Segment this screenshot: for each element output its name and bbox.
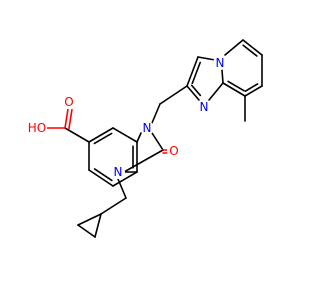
atom-o-keto-group: O [167, 144, 181, 158]
bond-ring5 [123, 149, 164, 173]
atom-o-acid-double-group: O [62, 95, 76, 109]
bond-imid [197, 56, 216, 61]
atom-label-n3: N [143, 121, 152, 135]
bond-to-carboxyl [64, 127, 90, 143]
bond-ch2-cp [100, 197, 127, 215]
atom-label-o-keto: O [169, 144, 178, 158]
bond-benzene [88, 127, 114, 143]
bond-cyclopropyl [77, 224, 96, 238]
atom-label-hydroxyl: HO [28, 121, 46, 135]
atom-n-imidazole-group: N [197, 100, 211, 114]
bond-ring5 [151, 132, 164, 151]
bond-benzene [112, 171, 138, 187]
bond-pyridine-double [242, 44, 258, 57]
atom-n3-group: N [140, 121, 154, 135]
molecule-diagram: N N N N O O HO [27, 39, 263, 238]
bond-cyclopropyl [94, 213, 102, 238]
atom-label-layer: N N N N O O HO [27, 56, 227, 179]
atom-label-o-acid-double: O [64, 95, 73, 109]
bond-benzene [88, 169, 114, 187]
bond-imid-double [191, 61, 201, 85]
bond-cyclopropyl [77, 213, 102, 226]
bond-c-o [64, 108, 69, 129]
atom-n-bridgehead-group: N [213, 56, 227, 70]
bond-pyridine [224, 39, 244, 56]
bond-pyridine [242, 39, 263, 56]
bond-imid [221, 69, 224, 84]
bond-pyridine [222, 82, 246, 97]
atom-label-n-imidazole: N [200, 100, 209, 114]
bond-imid-double [190, 84, 202, 97]
bond-c-o-double [68, 108, 73, 130]
bond-layer [46, 39, 263, 238]
atom-label-n-bridgehead: N [216, 56, 225, 70]
atom-n1-group: N [111, 165, 125, 179]
atom-label-n1: N [114, 165, 123, 179]
bond-imid [208, 82, 224, 101]
bond-benzene [112, 127, 138, 143]
bond-ring5 [136, 132, 142, 143]
atom-oh-group: HO [27, 121, 47, 135]
bond-ch2-imid [159, 85, 188, 105]
bond-n-ch2 [117, 178, 127, 199]
bond-benzene-double [93, 132, 113, 145]
bond-imid [186, 85, 200, 101]
bond-pyridine-double [227, 80, 245, 92]
bond-n-ch2 [151, 103, 161, 124]
bond-imid [186, 56, 199, 87]
bond-pyridine-double [244, 83, 259, 92]
bond-benzene-double [93, 168, 113, 182]
bond-pyridine [244, 85, 263, 97]
